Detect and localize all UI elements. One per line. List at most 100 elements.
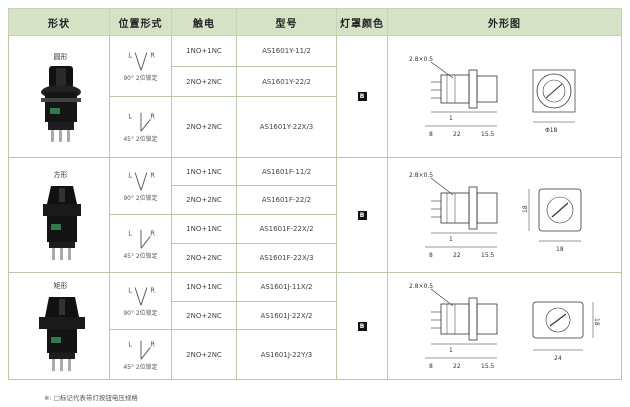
shape-cell-round: 圆形 <box>8 35 110 158</box>
dim-b: 8 <box>429 363 433 370</box>
position-label: 90° 2位锁定 <box>123 75 158 82</box>
lamp-color-badge: B <box>357 92 367 101</box>
position-label: 45° 2位锁定 <box>123 252 158 260</box>
footnote: ※: □标记代表带灯按钮电压规格 <box>44 394 138 402</box>
position-cell: L R 45° 2位锁定 <box>109 96 172 158</box>
position-cell: L R 90° 2位锁定 <box>109 272 172 330</box>
lamp-color-badge: B <box>357 321 367 331</box>
round-outline-svg: 2.8×0.5 1 8 22 15.5 <box>409 56 575 138</box>
dim-front-w: 24 <box>554 355 562 362</box>
square-outline-svg: 2.8×0.5 1 8 22 15.5 18 <box>409 172 581 259</box>
shape-cell-rect: 矩形 <box>8 272 110 380</box>
table-row: 2NO+2NC AS1601J-22X/2 <box>9 301 622 330</box>
shape-label: 圆形 <box>53 52 68 61</box>
position-diagram-45: L R <box>128 339 155 361</box>
position-label: 90° 2位锁定 <box>123 195 158 202</box>
header-outline: 外形图 <box>387 8 622 36</box>
dim-terminal: 2.8×0.5 <box>409 283 433 290</box>
pos-left-label: L <box>128 287 132 295</box>
dim-terminal: 2.8×0.5 <box>409 56 433 63</box>
position-cell: L R 45° 2位锁定 <box>109 329 172 380</box>
model-cell: AS1601Y-22/2 <box>236 66 337 97</box>
product-spec-table: 形状 位置形式 触电 型号 灯罩颜色 外形图 圆形 <box>8 8 622 380</box>
dim-front-w: 18 <box>556 246 564 253</box>
shape-label: 矩形 <box>53 282 68 290</box>
position-diagram-45: L R <box>128 111 155 133</box>
dim-d: 15.5 <box>481 363 495 370</box>
position-diagram-90: L R <box>128 52 155 72</box>
contact-cell: 1NO+1NC <box>171 214 237 244</box>
position-label: 90° 2位锁定 <box>123 310 158 317</box>
pos-left-label: L <box>128 172 132 180</box>
rect-switch-photo <box>38 297 85 371</box>
pos-left-label: L <box>128 340 132 348</box>
table-row: 2NO+2NC AS1601F-22/2 <box>9 185 622 215</box>
table-row: 圆形 L R 90° 2位锁定 1NO+1NC AS16 <box>8 35 622 158</box>
dim-front-h: 18 <box>593 318 600 326</box>
position-label: 45° 2位锁定 <box>123 136 158 143</box>
contact-cell: 2NO+2NC <box>171 329 237 380</box>
contact-cell: 2NO+2NC <box>171 66 237 97</box>
outline-drawing-square: 2.8×0.5 1 8 22 15.5 18 <box>387 157 622 273</box>
position-cell: L R 45° 2位锁定 <box>109 214 172 273</box>
model-cell: AS1601F-22/2 <box>236 185 337 215</box>
dim-front-h: 18 <box>522 205 529 213</box>
position-cell: L R 90° 2位锁定 <box>109 157 172 215</box>
round-switch-photo <box>40 65 81 142</box>
dim-b: 8 <box>429 131 433 138</box>
lamp-cell: B <box>336 35 388 158</box>
model-cell: AS1601F-22X/3 <box>236 243 337 273</box>
dim-a: 1 <box>449 347 453 354</box>
position-label: 45° 2位锁定 <box>123 363 158 371</box>
contact-cell: 1NO+1NC <box>171 157 237 186</box>
contact-cell: 2NO+2NC <box>171 243 237 273</box>
table-row: 2NO+2NC AS1601F-22X/3 <box>9 243 622 273</box>
contact-cell: 2NO+2NC <box>171 185 237 215</box>
pos-right-label: R <box>150 340 155 348</box>
contact-cell: 1NO+1NC <box>171 35 237 67</box>
dim-a: 1 <box>449 236 453 243</box>
dim-d: 15.5 <box>481 252 495 259</box>
header-shape: 形状 <box>8 8 110 36</box>
model-cell: AS1601J-11X/2 <box>236 272 337 302</box>
lamp-cell: B <box>336 272 388 380</box>
lamp-cell: B <box>336 157 388 273</box>
shape-cell-square: 方形 <box>8 157 110 273</box>
position-diagram-45: L R <box>128 228 155 250</box>
contact-cell: 1NO+1NC <box>171 272 237 302</box>
pos-right-label: R <box>150 287 155 295</box>
lamp-color-badge: B <box>357 210 367 220</box>
dim-c: 22 <box>453 252 461 259</box>
rect-outline-svg: 2.8×0.5 1 8 22 15.5 18 <box>409 283 600 370</box>
pos-right-label: R <box>150 172 155 180</box>
outline-drawing-round: 2.8×0.5 1 8 22 15.5 <box>387 35 622 158</box>
square-switch-photo <box>42 186 81 260</box>
pos-right-label: R <box>150 229 155 237</box>
model-cell: AS1601Y-11/2 <box>236 35 337 67</box>
pos-right-label: R <box>150 113 155 121</box>
contact-cell: 2NO+2NC <box>171 301 237 330</box>
pos-right-label: R <box>150 52 155 60</box>
pos-left-label: L <box>128 229 132 237</box>
position-diagram-90: L R <box>128 172 155 192</box>
dim-d: 15.5 <box>481 131 495 138</box>
table-header-row: 形状 位置形式 触电 型号 灯罩颜色 外形图 <box>8 8 622 36</box>
position-diagram-90: L R <box>128 287 155 307</box>
pos-left-label: L <box>128 113 132 121</box>
dim-a: 1 <box>449 115 453 122</box>
model-cell: AS1601Y-22X/3 <box>236 96 337 158</box>
dim-b: 8 <box>429 252 433 259</box>
table-row: 方形 L R 90° 2位锁定 1NO+1NC AS1601F-11/2 <box>8 157 622 273</box>
dim-c: 22 <box>453 363 461 370</box>
model-cell: AS1601J-22X/2 <box>236 301 337 330</box>
dim-terminal: 2.8×0.5 <box>409 172 433 179</box>
model-cell: AS1601F-22X/2 <box>236 214 337 244</box>
outline-drawing-rect: 2.8×0.5 1 8 22 15.5 18 <box>387 272 622 380</box>
header-lamp-color: 灯罩颜色 <box>336 8 388 36</box>
dim-front: Φ18 <box>545 127 558 134</box>
table-row: L R 45° 2位锁定 1NO+1NC AS1601F-22X/2 <box>9 214 622 273</box>
dim-c: 22 <box>453 131 461 138</box>
table-row: L R 45° 2位锁定 2NO+2NC AS1601Y-22X/3 <box>9 96 622 158</box>
position-cell: L R 90° 2位锁定 <box>109 35 172 97</box>
header-model: 型号 <box>236 8 337 36</box>
